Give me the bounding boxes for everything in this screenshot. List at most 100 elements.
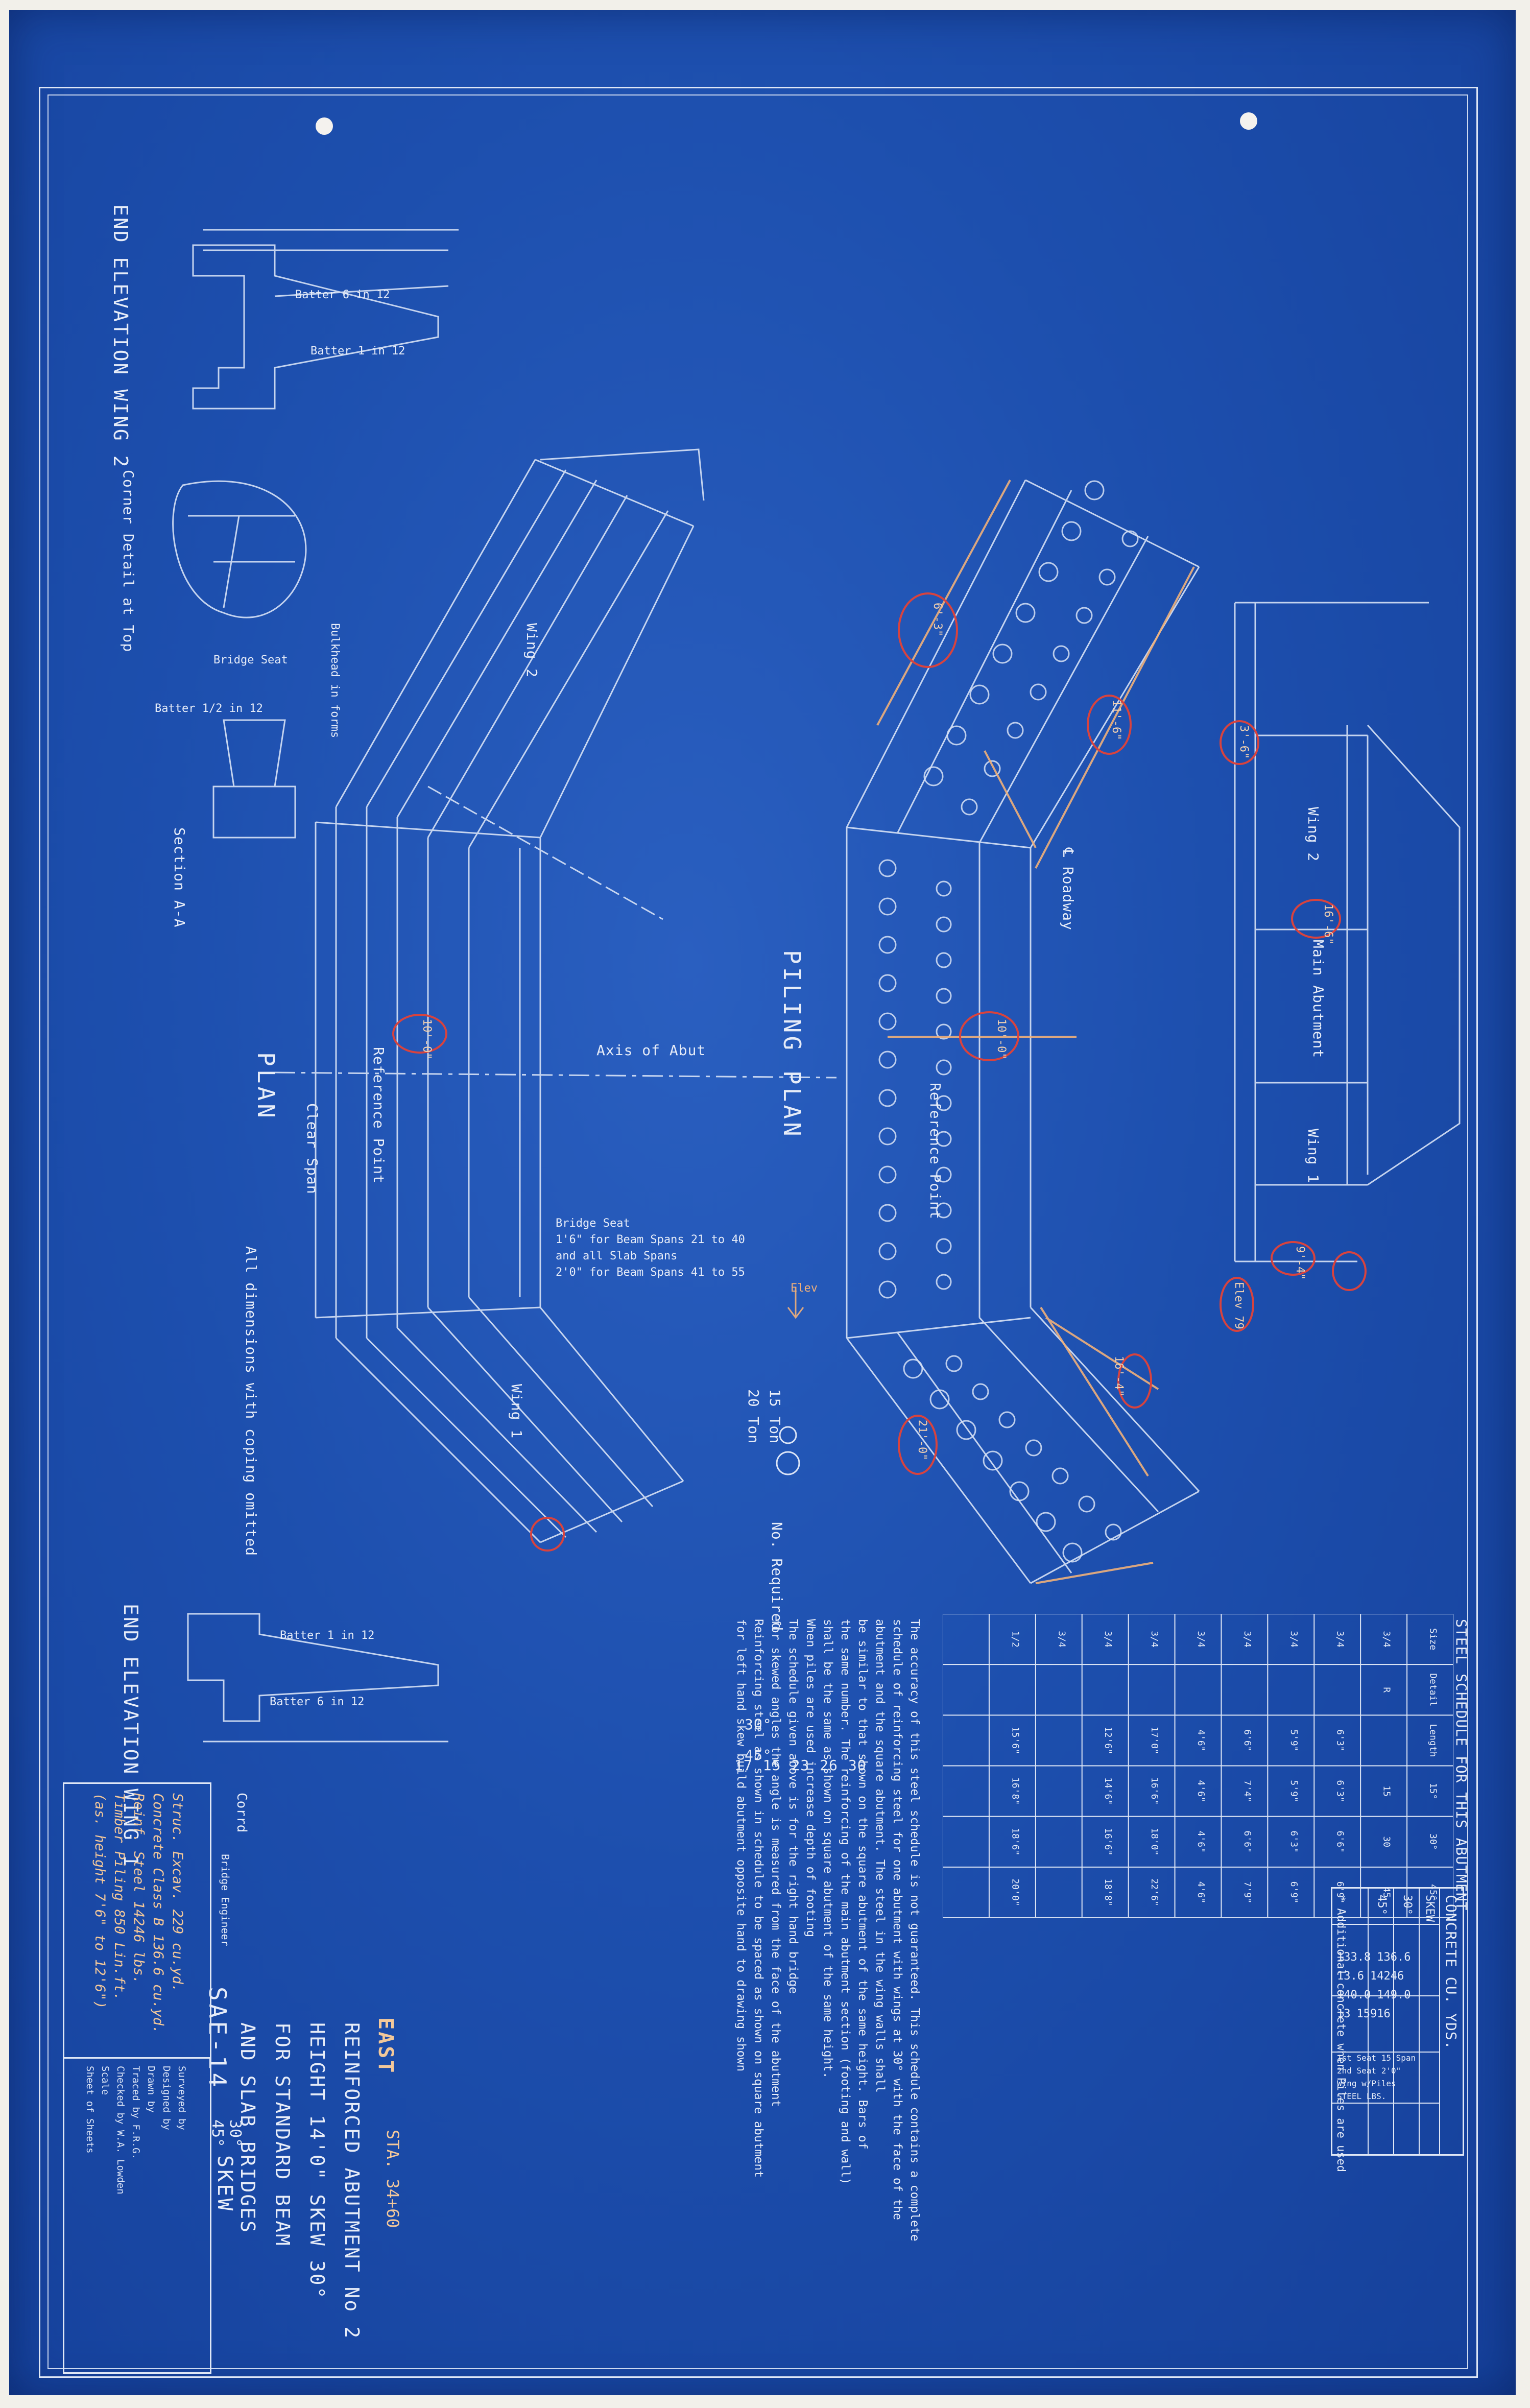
schedule-cell: 1/2 [1010, 1631, 1020, 1648]
revision-row: Surveyed by [176, 2066, 187, 2130]
schedule-cell: 45 [1381, 1887, 1392, 1898]
corrected-label: Corrd [234, 1793, 249, 1833]
red-circle-note [898, 1415, 938, 1475]
concrete-cell: 15916 [1356, 2008, 1391, 2020]
concrete-row-45: 45° [1375, 1895, 1388, 1915]
schedule-cell: 7'9" [1242, 1881, 1253, 1903]
title-line: REINFORCED ABUTMENT No 2 [341, 2022, 363, 2340]
schedule-cell: 6'3" [1288, 1831, 1299, 1853]
punch-hole-left [316, 117, 333, 135]
circled-dimension: 11'-6" [1110, 700, 1122, 741]
schedule-cell: 6'6" [1335, 1831, 1346, 1853]
batter-note: Batter 6 in 12 [295, 289, 390, 301]
blueprint-sheet: END ELEVATION WING 2 Corner Detail at To… [9, 10, 1516, 2395]
bridge-seat-line: Bridge Seat [556, 1217, 630, 1230]
quantity-line: (as. height 7'6" to 12'6") [92, 1793, 108, 2009]
revision-row: Checked by W.A. Lowden [115, 2066, 126, 2195]
schedule-cell: 15 [1381, 1785, 1392, 1797]
schedule-cell: 3/4 [1381, 1631, 1392, 1648]
schedule-cell: 4'6" [1196, 1831, 1206, 1853]
circled-dimension: 16'-6" [1322, 904, 1334, 945]
schedule-cell: 3/4 [1242, 1631, 1253, 1648]
circled-dimension: 10'-0" [420, 1019, 433, 1060]
concrete-cell: 45° [1375, 1895, 1388, 1915]
roadway-centerline-label: ℄ Roadway [1060, 848, 1077, 931]
quantity-line: Concrete Class B 136.6 cu.yd. [150, 1793, 166, 2034]
clear-span-label: Clear Span [304, 1103, 321, 1195]
quantity-line: Reinf. Steel 14246 lbs. [131, 1793, 147, 1984]
concrete-values: 133.8 136.6 13.6 14246 140.0 149.0 13 15… [1337, 1951, 1424, 2020]
concrete-quantity-table [1331, 1887, 1464, 2156]
circled-dimension: 21'-0" [916, 1420, 928, 1461]
bridge-seat-line: 2'0" for Beam Spans 41 to 55 [556, 1266, 745, 1279]
concrete-header-cell: Wing w/Piles [1337, 2079, 1396, 2088]
schedule-note-line: The accuracy of this steel schedule is n… [908, 1619, 921, 2242]
schedule-cell: 16'8" [1010, 1777, 1020, 1805]
schedule-header-cell: Length [1428, 1724, 1439, 1757]
schedule-cell: 5'9" [1288, 1729, 1299, 1751]
schedule-note-line: schedule of reinforcing steel for one ab… [891, 1619, 904, 2221]
batter-note: Batter 1 in 12 [280, 1629, 375, 1642]
revision-rows: Surveyed by Designed by Drawn by Traced … [82, 2066, 189, 2195]
schedule-cell: 15'6" [1010, 1727, 1020, 1754]
schedule-cell: 3/4 [1196, 1631, 1206, 1648]
schedule-cell: 20'0" [1010, 1878, 1020, 1906]
red-circle-note [1271, 1241, 1316, 1276]
wing1-label: Wing 1 [508, 1384, 525, 1439]
schedule-note-line: for skewed angles the angle is measured … [769, 1619, 782, 2107]
reference-point-label: Reference Point [370, 1047, 387, 1184]
schedule-cell: 12'6" [1103, 1727, 1113, 1754]
pile-legend-values: 17 15 23 26 30 [734, 1757, 867, 1774]
title-lines: REINFORCED ABUTMENT No 2 HEIGHT 14'0" SK… [230, 2022, 369, 2340]
schedule-cell: 22'6" [1149, 1878, 1160, 1906]
schedule-cell: 7'4" [1242, 1780, 1253, 1802]
schedule-header-cell: Size [1428, 1628, 1439, 1650]
schedule-cell: 16'6" [1103, 1828, 1113, 1855]
circled-dimension: 6'-3" [931, 603, 944, 637]
circled-dimension: 3'-6" [1237, 725, 1250, 759]
red-circle-note [1291, 899, 1341, 939]
concrete-header-cell: 2nd Seat 2'0" [1337, 2066, 1401, 2076]
pile-count: 26 [820, 1757, 838, 1774]
schedule-note-line: the same number. The reinforcing of the … [839, 1619, 852, 2185]
wing1-label-diagram: Wing 1 [1305, 1129, 1322, 1184]
drawing-border [39, 87, 1478, 2378]
schedule-header-cell: 30° [1428, 1833, 1439, 1850]
concrete-table-header: SKEW [1422, 1895, 1437, 1922]
revision-row: Designed by [161, 2066, 172, 2130]
main-abutment-label: Main Abutment [1310, 940, 1327, 1059]
concrete-cell: 13.6 [1337, 1970, 1364, 1983]
schedule-note-line: When piles are used increase depth of fo… [804, 1619, 817, 1938]
circled-dimension: 16'-4" [1112, 1356, 1125, 1397]
bridge-seat-line: 1'6" for Beam Spans 21 to 40 [556, 1233, 745, 1246]
red-circle-note [959, 1011, 1019, 1061]
title-station: STA. 34+60 [383, 2130, 402, 2228]
punch-hole-right [1240, 112, 1257, 130]
schedule-cell: 3/4 [1149, 1631, 1160, 1648]
schedule-cell: 18'8" [1103, 1878, 1113, 1906]
pile-required-label: No. Required [769, 1522, 785, 1632]
title-line: HEIGHT 14'0" SKEW 30° [306, 2022, 328, 2300]
wing2-label: Wing 2 [523, 623, 540, 678]
schedule-cell: 14'6" [1103, 1777, 1113, 1805]
schedule-cell: 17'0" [1149, 1727, 1160, 1754]
red-circle-note [1220, 720, 1259, 765]
schedule-cell: 6'9" [1288, 1881, 1299, 1903]
plan-label: PLAN [252, 1052, 280, 1121]
schedule-cell: 4'6" [1196, 1780, 1206, 1802]
circled-dimension: Elev 79 [1232, 1282, 1245, 1329]
bridge-seat-line: and all Slab Spans [556, 1250, 678, 1262]
schedule-cell: 4'6" [1196, 1881, 1206, 1903]
schedule-note-line: be similar to that shown on the square a… [856, 1619, 869, 2150]
schedule-header-cell: 15° [1428, 1783, 1439, 1800]
concrete-cell: 30° [1401, 1895, 1414, 1915]
title-location: EAST [374, 2017, 397, 2075]
quantity-line: Timber Piling 850 Lin.ft. [111, 1793, 127, 2001]
schedule-cell: 5'9" [1288, 1780, 1299, 1802]
schedule-cell: 6'9" [1335, 1881, 1346, 1903]
skew-suffix: SKEW [213, 2155, 236, 2213]
pile-legend-header-45: 45° [745, 1747, 772, 1763]
schedule-cell: 3/4 [1335, 1631, 1346, 1648]
schedule-cell: 6'3" [1335, 1780, 1346, 1802]
schedule-cell: 30 [1381, 1836, 1392, 1847]
